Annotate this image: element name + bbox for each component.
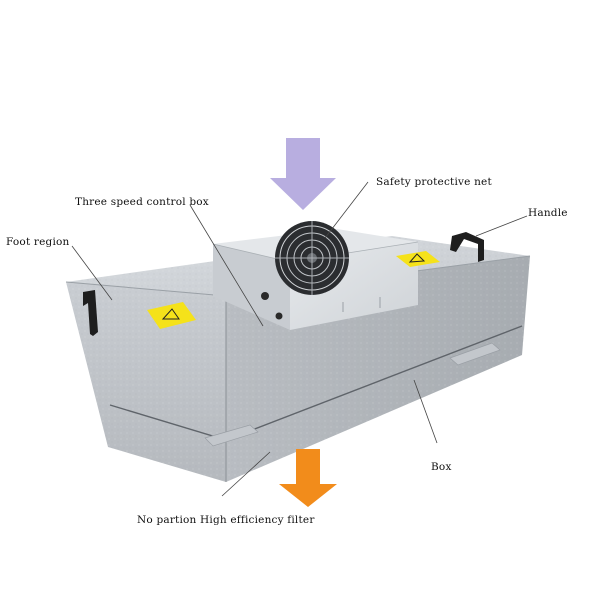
speed-knob <box>261 292 269 300</box>
handle-label: Handle <box>528 207 568 219</box>
safety-net-label: Safety protective net <box>376 176 492 188</box>
power-socket <box>275 312 283 320</box>
box-label: Box <box>431 461 452 473</box>
airflow-out-arrow <box>279 449 337 507</box>
handle-icon <box>450 232 484 262</box>
fan-grille-icon <box>275 221 349 295</box>
handle-icon <box>83 290 98 336</box>
airflow-in-arrow <box>270 138 336 210</box>
leader-lines <box>71 181 528 497</box>
warning-sticker-icon <box>147 302 196 329</box>
fan-module <box>212 221 419 330</box>
warning-sticker-icon <box>396 251 440 267</box>
control-box-label: Three speed control box <box>75 196 209 208</box>
filter-label: No partion High efficiency filter <box>137 514 315 526</box>
foot-region-label: Foot region <box>6 236 70 248</box>
